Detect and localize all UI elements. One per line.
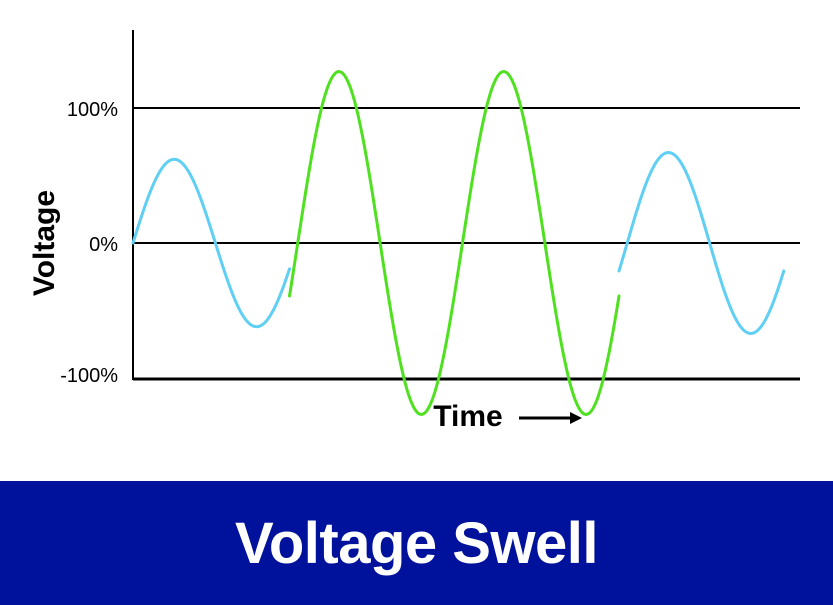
voltage-chart: 100% 0% -100% Voltage Time bbox=[28, 30, 800, 433]
y-tick-label-neg100: -100% bbox=[60, 365, 118, 387]
y-tick-label-100: 100% bbox=[67, 99, 118, 121]
wave-segment-normal-0 bbox=[131, 157, 292, 329]
caption-banner: Voltage Swell bbox=[0, 481, 833, 605]
y-tick-label-0: 0% bbox=[89, 234, 118, 256]
x-axis-title: Time bbox=[433, 400, 502, 433]
caption-title: Voltage Swell bbox=[234, 510, 599, 576]
wave-segment-swell-1 bbox=[288, 70, 621, 416]
y-axis-title: Voltage bbox=[28, 190, 61, 296]
wave-segment-normal-2 bbox=[617, 151, 786, 335]
series-layer bbox=[131, 70, 786, 416]
